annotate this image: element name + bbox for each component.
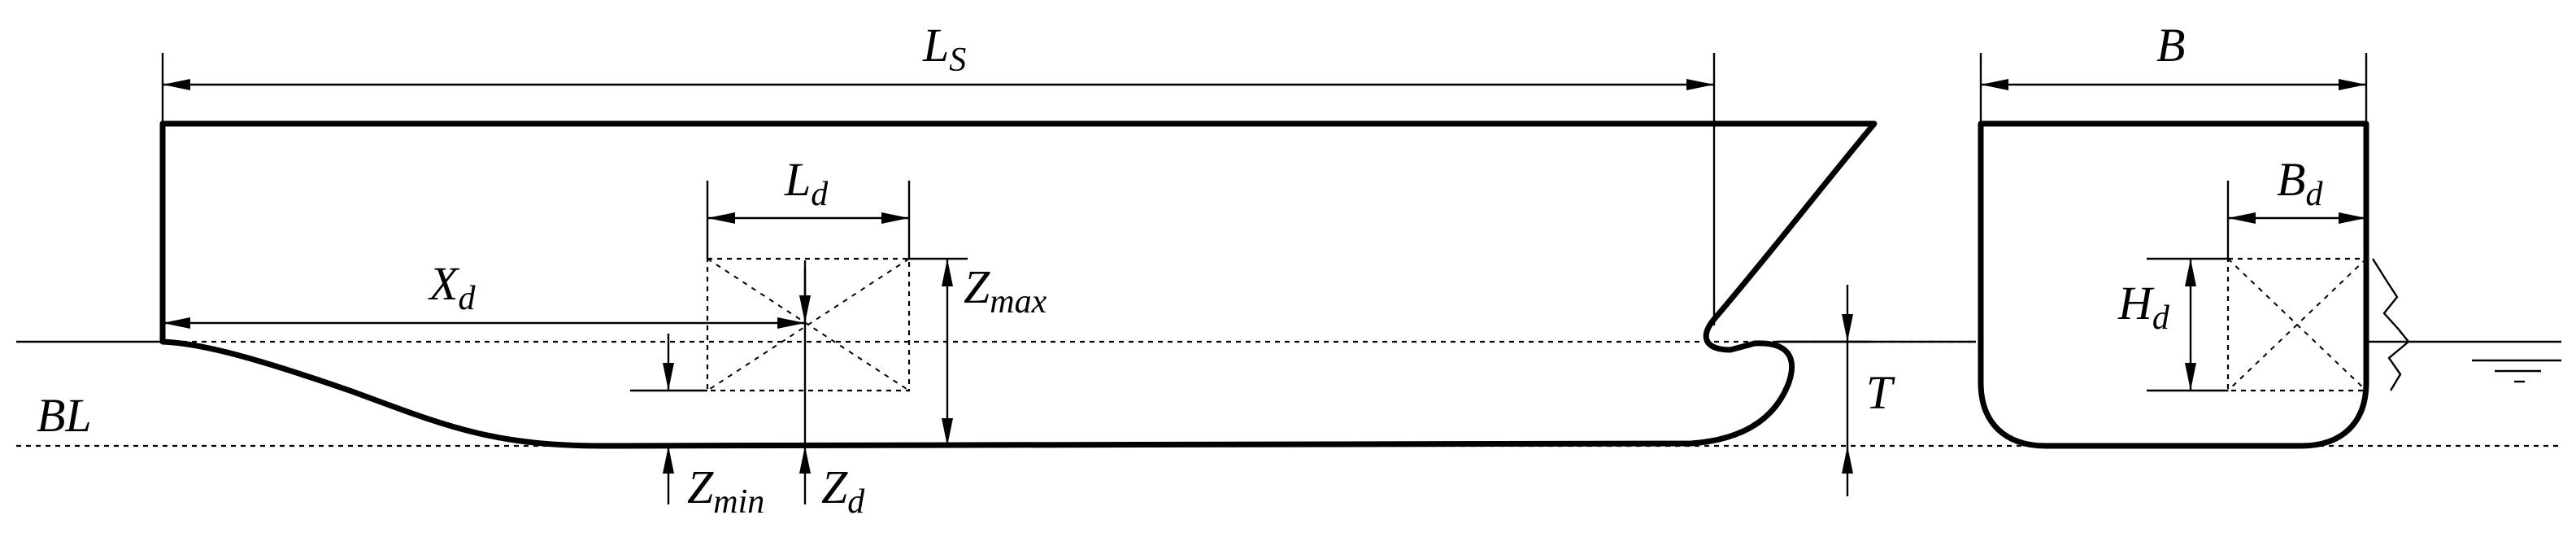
hull-profile (159, 120, 1878, 449)
dimension-lines (163, 79, 2366, 504)
label-damage-height: Hd (2117, 277, 2170, 337)
label-damage-zmax: Zmax (964, 260, 1047, 321)
damage-box-section (2226, 257, 2368, 392)
label-damage-zmin: Zmin (687, 461, 764, 521)
break-line (2371, 258, 2410, 391)
label-draught: T (1866, 366, 1895, 419)
water-surface-symbol (2472, 359, 2561, 383)
extension-lines (161, 53, 2368, 448)
damage-box-profile (706, 257, 911, 392)
hull-section (1978, 120, 2369, 449)
label-damage-length: Ld (784, 153, 829, 213)
label-ship-length: LS (922, 19, 966, 79)
label-damage-zd: Zd (821, 461, 865, 521)
label-baseline: BL (37, 389, 92, 442)
label-beam: B (2156, 19, 2185, 72)
label-damage-position: Xd (428, 257, 476, 317)
label-damage-breadth: Bd (2277, 153, 2323, 213)
